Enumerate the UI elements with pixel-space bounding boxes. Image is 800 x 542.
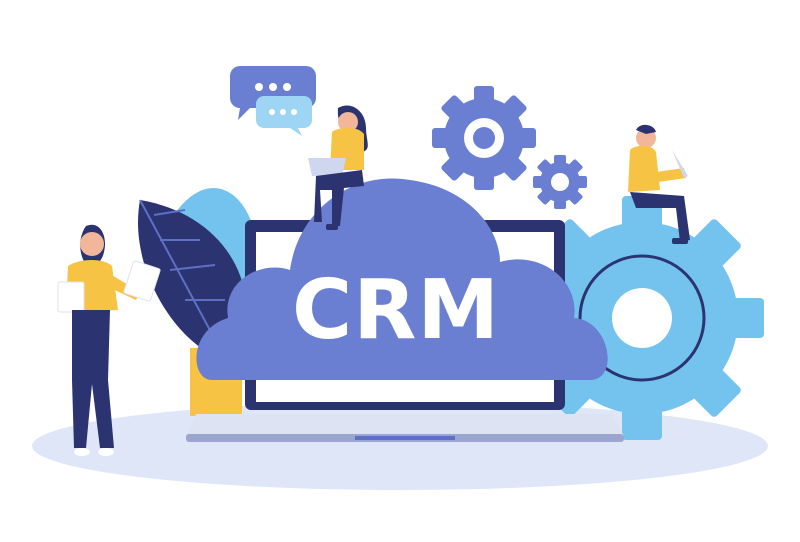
chat-bubble-secondary-icon <box>256 96 312 136</box>
cloud-icon <box>196 178 608 380</box>
small-gear-icon <box>533 155 587 209</box>
woman-sitting-figure <box>308 105 368 230</box>
man-sitting-figure <box>628 124 690 244</box>
woman-standing-figure <box>57 224 161 456</box>
crm-headline: CRM <box>292 263 500 358</box>
gear-icon <box>432 86 536 190</box>
